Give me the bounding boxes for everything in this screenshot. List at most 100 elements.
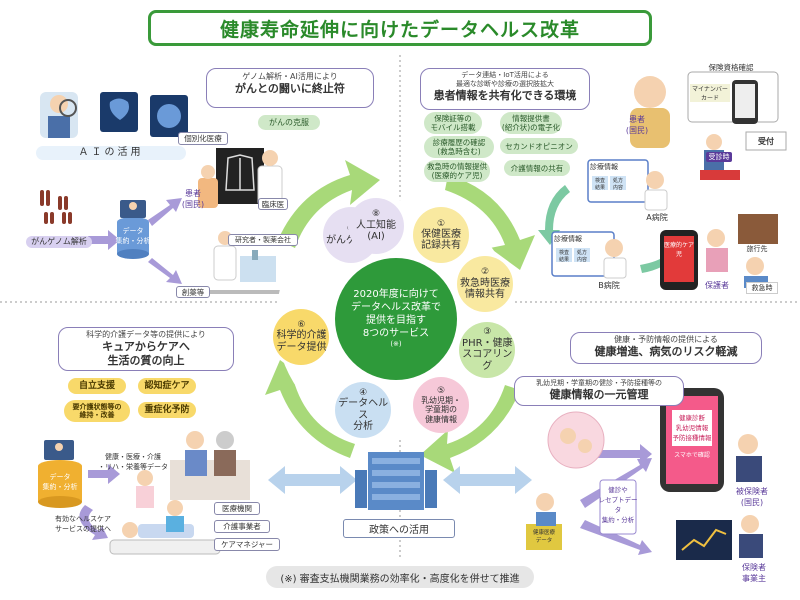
q2-shoho-b: 処方 内容 [576, 250, 587, 263]
q2-pill: セカンドオピニオン [500, 138, 578, 154]
service-number: ④ [359, 387, 368, 398]
q2-uketsuke: 受付 [758, 137, 774, 146]
q1-callout-small: ゲノム解析・AI活用により [242, 72, 338, 81]
q1-drug-discovery: 創薬等 [176, 286, 210, 298]
q2-arrows [538, 185, 690, 273]
q1-callout: ゲノム解析・AI活用により がんとの闘いに終止符 [206, 68, 374, 108]
q2-pill: 救急時の情報提供 (医療的ケア児) [424, 160, 490, 182]
q1-arrows [88, 198, 182, 284]
q3-data-types: 健康・医療・介護 ・リハ・栄養等データ [98, 453, 168, 471]
q2-medical-info-a: 診療情報 [590, 163, 618, 171]
q3-callout-small: 科学的介護データ等の提供により [86, 330, 206, 339]
q4-illustrations [526, 388, 763, 560]
q2-phone-text: 医療的ケア児 [664, 242, 695, 258]
q2-kensa-a: 検査 結果 [594, 178, 605, 191]
center-note: (※) [390, 340, 402, 349]
center-summary: 2020年度に向けて データヘルス改革で 提供を目指す 8つのサービス (※) [335, 258, 457, 380]
q4-sub-big: 健康情報の一元管理 [549, 387, 649, 401]
q4-phone-sub: スマホで確認 [674, 452, 710, 459]
q2-b-hospital: B病院 [598, 281, 620, 290]
q2-callout: データ連結・IoT活用による 最適な診断や診療の選択肢拡大 患者情報を共有化でき… [420, 68, 590, 110]
q3-role: 介護事業者 [214, 520, 270, 533]
q4-book: 健康医療 データ [532, 530, 555, 544]
service-number: ⑥ [297, 319, 306, 330]
policy-server [355, 452, 437, 510]
service-text: 救急時医療 情報共有 [460, 277, 510, 301]
service-text: データヘルス 分析 [338, 398, 389, 433]
q1-personal-medicine: 個別化医療 [178, 132, 228, 145]
q2-pill: 保険証等の モバイル搭載 [424, 112, 482, 134]
q2-pill: 介護情報の共有 [504, 160, 570, 176]
q2-callout-big: 患者情報を共有化できる環境 [433, 88, 577, 102]
service-number: ③ [483, 327, 492, 338]
q1-research: 研究者・製薬会社 [228, 234, 298, 246]
q2-insurance-check: 保険資格確認 [708, 63, 754, 72]
q3-pill: 自立支援 [68, 378, 126, 394]
service-number: ⑧ [371, 209, 381, 220]
service-text: 人工知能 (AI) [356, 219, 397, 243]
q4-checkup: 健診や レセプトデータ 集約・分析 [598, 486, 638, 524]
q2-patient: 患者 (国民) [625, 115, 649, 135]
q4-callout-small: 健康・予防情報の提供による [614, 335, 718, 344]
q3-arrows [79, 464, 120, 540]
q4-callout: 健康・予防情報の提供による 健康増進、病気のリスク軽減 [570, 332, 762, 364]
service-number: ① [437, 218, 446, 229]
q2-illustrations [551, 71, 787, 290]
q3-service: 有効なヘルスケア サービスの提供へ [55, 515, 111, 533]
q3-callout-big: キュアからケアへ 生活の質の向上 [102, 340, 190, 367]
q1-data-box: データ 集約・分析 [115, 227, 151, 245]
q2-travel: 旅行先 [740, 244, 774, 254]
q3-role: 医療機関 [214, 502, 260, 515]
policy-label: 政策への活用 [343, 519, 455, 538]
q1-illustrations [40, 92, 320, 294]
q3-role: ケアマネジャー [214, 538, 280, 551]
q2-emergency: 救急時 [746, 282, 778, 294]
service-number: ⑤ [437, 385, 446, 396]
q2-kensa-b: 検査 結果 [558, 250, 569, 263]
q1-sub-label: がんの克服 [258, 115, 320, 130]
center-line4: 8つのサービス [362, 328, 430, 340]
q3-pill: 要介護状態等の 維持・改善 [64, 400, 130, 422]
service-number: ② [480, 267, 490, 278]
q1-clinical: 臨床医 [258, 198, 288, 210]
q3-pill: 認知症ケア [138, 378, 196, 394]
policy-arrows [268, 466, 532, 494]
service-text: 乳幼児期・ 学童期の 健康情報 [421, 396, 462, 424]
q2-medical-info-b: 診療情報 [554, 235, 582, 243]
q2-a-hospital: A病院 [646, 213, 668, 222]
q3-data-box: データ 集約・分析 [42, 473, 78, 491]
q1-genome-analysis: がんゲノム解析 [26, 236, 92, 248]
q2-pill: 情報提供書 (紹介状)の電子化 [500, 112, 562, 134]
center-line3: 提供を目指す [366, 315, 426, 327]
service-text: 保健医療 記録共有 [421, 228, 462, 252]
q4-insurer: 保険者 事業主 [742, 563, 766, 583]
q2-my-number: マイナンバーカード [690, 84, 730, 102]
q4-insured: 被保険者 (国民) [736, 487, 768, 507]
page-title: 健康寿命延伸に向けたデータヘルス改革 [148, 10, 652, 46]
q2-shoho-a: 処方 内容 [612, 178, 623, 191]
q1-callout-big: がんとの闘いに終止符 [235, 82, 345, 95]
q1-patient: 患者 (国民) [181, 189, 205, 209]
q4-callout-big: 健康増進、病気のリスク軽減 [594, 345, 738, 358]
footer-note: (※) 審査支払機関業務の効率化・高度化を併せて推進 [266, 566, 534, 588]
q3-illustrations [38, 431, 250, 555]
q4-phone-text: 健康診断 乳幼児情報 予防接種情報 [672, 414, 712, 442]
q2-callout-small: データ連結・IoT活用による 最適な診断や診療の選択肢拡大 [456, 71, 554, 88]
q2-caregiver: 保護者 [705, 281, 729, 290]
service-text: PHR・健康 スコアリング [462, 337, 513, 372]
arc-arrows [265, 160, 535, 473]
q3-pill: 重症化予防 [138, 402, 196, 418]
center-line1: 2020年度に向けて [353, 289, 439, 301]
center-line2: データヘルス改革で [351, 302, 441, 314]
q2-pill: 診療履歴の確認 (救急時含む) [424, 136, 494, 158]
q4-sub-callout: 乳幼児期・学童期の健診・予防接種等の 健康情報の一元管理 [514, 376, 684, 406]
q3-callout: 科学的介護データ等の提供により キュアからケアへ 生活の質の向上 [58, 327, 234, 371]
q1-ai-label: ＡＩの活用 [36, 146, 186, 160]
